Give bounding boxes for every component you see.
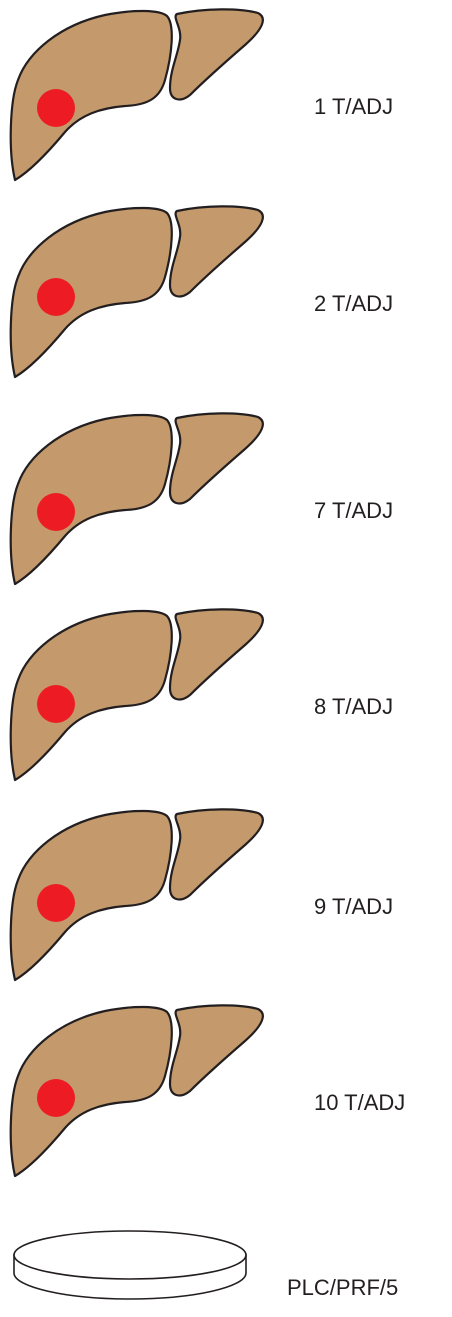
sample-label: 9 T/ADJ <box>314 896 393 918</box>
sample-row: 8 T/ADJ <box>0 600 452 790</box>
cell-line-label: PLC/PRF/5 <box>287 1277 398 1299</box>
liver-right-lobe-icon <box>11 208 172 377</box>
liver-left-lobe-icon <box>170 809 263 899</box>
sample-label: 8 T/ADJ <box>314 696 393 718</box>
sample-row: 2 T/ADJ <box>0 197 452 387</box>
petri-dish-icon <box>0 1225 260 1317</box>
tumor-icon <box>37 493 75 531</box>
sample-row: 1 T/ADJ <box>0 0 452 190</box>
sample-row: 10 T/ADJ <box>0 996 452 1186</box>
liver-icon <box>0 996 280 1186</box>
liver-left-lobe-icon <box>170 413 263 503</box>
cell-line-row: PLC/PRF/5 <box>0 1225 452 1317</box>
tumor-icon <box>37 278 75 316</box>
liver-right-lobe-icon <box>11 11 172 180</box>
liver-icon <box>0 800 280 990</box>
liver-left-lobe-icon <box>170 206 263 296</box>
liver-icon <box>0 600 280 790</box>
liver-icon <box>0 404 280 594</box>
liver-right-lobe-icon <box>11 611 172 780</box>
tumor-icon <box>37 884 75 922</box>
liver-icon <box>0 0 280 190</box>
sample-label: 1 T/ADJ <box>314 96 393 118</box>
tumor-icon <box>37 89 75 127</box>
liver-left-lobe-icon <box>170 609 263 699</box>
tumor-icon <box>37 685 75 723</box>
liver-right-lobe-icon <box>11 415 172 584</box>
tumor-icon <box>37 1079 75 1117</box>
liver-icon <box>0 197 280 387</box>
liver-right-lobe-icon <box>11 811 172 980</box>
sample-row: 9 T/ADJ <box>0 800 452 990</box>
sample-label: 10 T/ADJ <box>314 1092 405 1114</box>
liver-left-lobe-icon <box>170 1005 263 1095</box>
petri-dish-rim-icon <box>14 1231 246 1279</box>
liver-left-lobe-icon <box>170 9 263 99</box>
sample-label: 7 T/ADJ <box>314 500 393 522</box>
liver-right-lobe-icon <box>11 1007 172 1176</box>
sample-label: 2 T/ADJ <box>314 293 393 315</box>
sample-row: 7 T/ADJ <box>0 404 452 594</box>
